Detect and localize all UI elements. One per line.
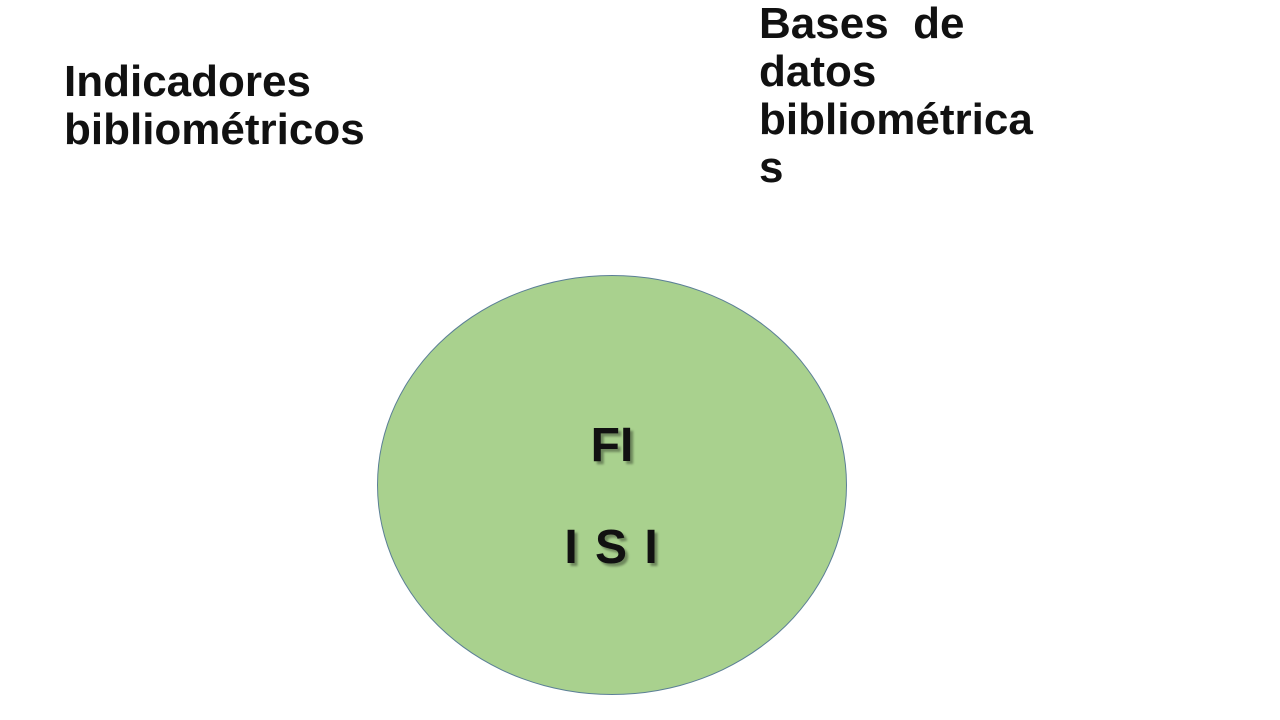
heading-line: bibliométricos — [64, 105, 365, 154]
heading-line: datos — [759, 47, 877, 96]
circle-label-isi: I S I — [564, 521, 660, 574]
heading-line: s — [759, 143, 784, 192]
heading-line: Bases de — [759, 0, 965, 48]
green-circle — [377, 275, 847, 695]
heading-line: Indicadores — [64, 57, 311, 106]
heading-line: bibliométrica — [759, 95, 1033, 144]
bases-de-datos-heading: Bases de datos bibliométrica s — [759, 0, 1099, 192]
indicadores-bibliometricos-heading: Indicadores bibliométricos — [64, 58, 365, 154]
circle-label-fi: FI — [590, 419, 634, 472]
